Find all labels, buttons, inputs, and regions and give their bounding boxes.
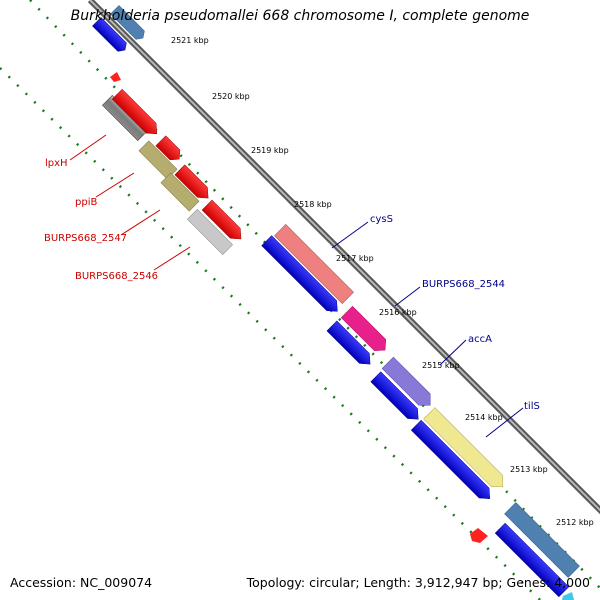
cds-blue-3[interactable]	[370, 371, 423, 424]
cds-blue-2[interactable]	[326, 320, 375, 369]
cds-blue-4[interactable]	[410, 419, 494, 503]
label-lpxH[interactable]: lpxH	[45, 158, 68, 169]
label-ppiB[interactable]: ppiB	[75, 197, 97, 208]
gene-tilS[interactable]	[423, 407, 509, 493]
topology-text: Topology: circular; Length: 3,912,947 bp…	[246, 575, 590, 590]
tick-label-2519: 2519 kbp	[251, 146, 289, 155]
tick-label-2512: 2512 kbp	[556, 518, 594, 527]
gene-red-2[interactable]	[155, 135, 184, 164]
gene-red-1[interactable]	[111, 88, 161, 138]
gene-cysS[interactable]	[274, 224, 354, 304]
map-title-text: Burkholderia pseudomallei 668 chromosome…	[70, 8, 530, 24]
accession-text: Accession: NC_009074	[10, 575, 153, 590]
label-burps2546[interactable]: BURPS668_2546	[75, 271, 158, 282]
tick-label-2518: 2518 kbp	[294, 200, 332, 209]
gene-steelblue-bottom[interactable]	[504, 502, 580, 578]
tick-label-2520: 2520 kbp	[212, 92, 250, 101]
gene-burps2546[interactable]	[187, 209, 233, 255]
label-cysS[interactable]: cysS	[370, 214, 393, 225]
tick-label-2521: 2521 kbp	[171, 36, 209, 45]
map-title: Burkholderia pseudomallei 668 chromosome…	[0, 8, 600, 24]
cds-cyan-fragment[interactable]	[562, 592, 574, 600]
tick-label-2516: 2516 kbp	[379, 308, 417, 317]
small-red-feature-top[interactable]	[110, 72, 121, 82]
label-burps2547[interactable]: BURPS668_2547	[44, 233, 127, 244]
genome-backbone-highlight	[89, 0, 600, 512]
gene-partial-blue-top[interactable]	[92, 17, 129, 54]
tick-label-2515: 2515 kbp	[422, 361, 460, 370]
gene-accA[interactable]	[381, 356, 436, 411]
small-red-feature-bottom[interactable]	[470, 528, 488, 543]
tick-label-2514: 2514 kbp	[465, 413, 503, 422]
cds-blue-1[interactable]	[261, 235, 343, 317]
kbp-ticks: 2521 kbp 2520 kbp 2519 kbp 2518 kbp 2517…	[171, 36, 594, 527]
cds-blue-5[interactable]	[494, 522, 570, 598]
tick-label-2517: 2517 kbp	[336, 254, 374, 263]
gene-red-3[interactable]	[174, 164, 213, 203]
gene-labels: lpxH ppiB BURPS668_2547 BURPS668_2546 cy…	[44, 134, 540, 438]
gene-burps2544[interactable]	[340, 305, 390, 355]
label-burps2544[interactable]: BURPS668_2544	[422, 279, 505, 290]
label-tilS[interactable]: tilS	[524, 401, 540, 412]
gene-partial-steelblue[interactable]	[110, 5, 147, 42]
tick-label-2513: 2513 kbp	[510, 465, 548, 474]
label-accA[interactable]: accA	[468, 334, 492, 345]
gene-red-4[interactable]	[201, 199, 246, 244]
gene-burps2547[interactable]	[160, 172, 200, 212]
gene-track	[92, 5, 580, 600]
